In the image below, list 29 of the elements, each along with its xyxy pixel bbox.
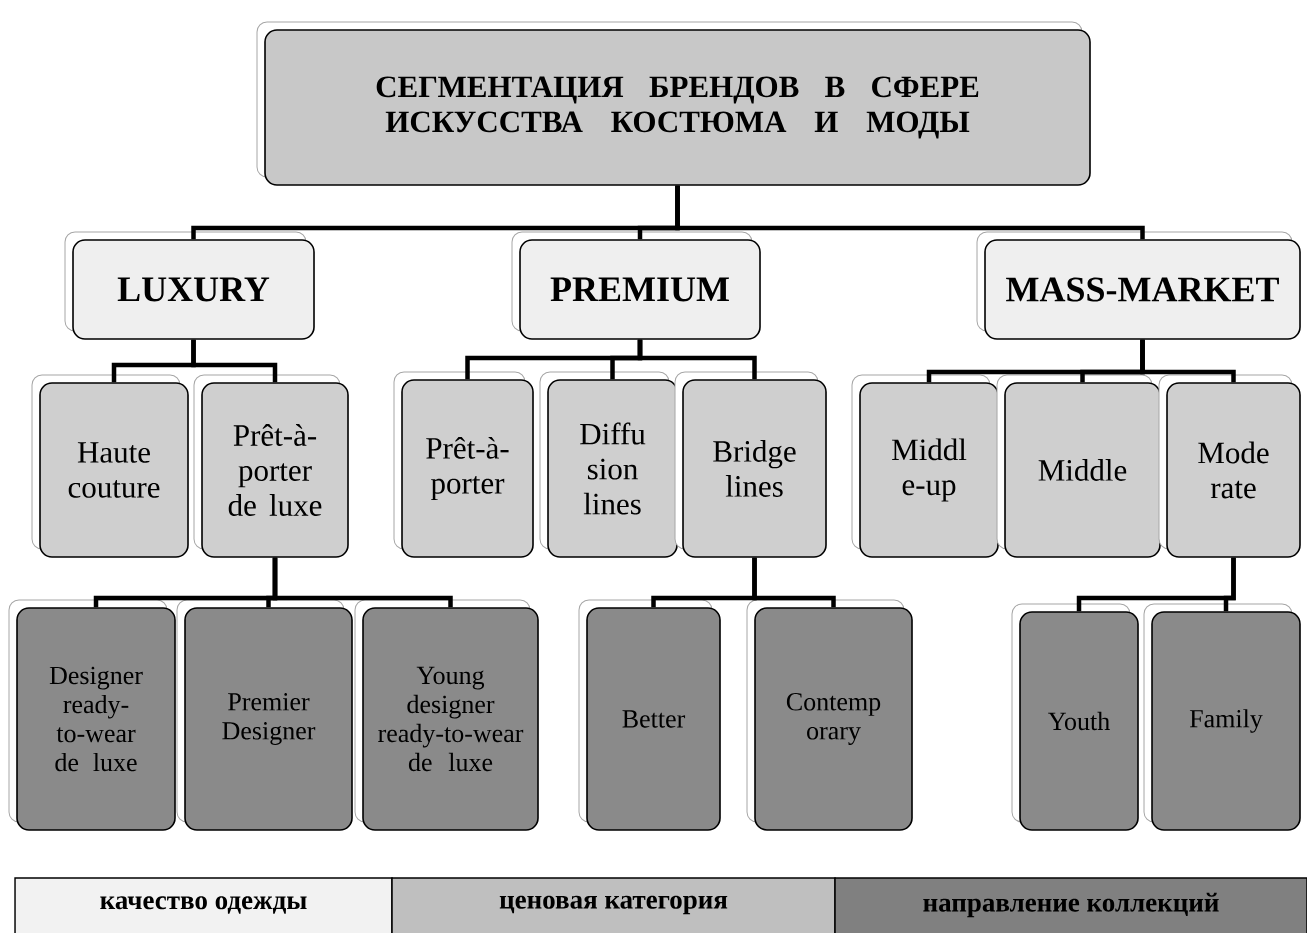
collection-box: Contemp orary <box>746 599 913 831</box>
connector <box>191 339 278 383</box>
collection-box: Youth <box>1011 603 1139 831</box>
legend-cell: ценовая категория <box>391 877 836 933</box>
category-box: Diffu sion lines <box>539 371 678 558</box>
connector <box>1223 557 1236 612</box>
collection-box: Family <box>1143 603 1301 831</box>
title-box: СЕГМЕНТАЦИЯ БРЕНДОВ В СФЕРЕ ИСКУССТВА КОСТЮМА И МОДЫ <box>256 21 1091 186</box>
connector <box>752 557 836 608</box>
category-box: Middle <box>996 374 1161 558</box>
legend-cell: направление коллекций <box>834 877 1307 933</box>
collection-box: Young designer ready-to-wear de luxe <box>354 599 539 831</box>
category-box: Haute couture <box>31 374 189 558</box>
connector <box>637 339 757 380</box>
category-box: Bridge lines <box>674 371 827 558</box>
segment-box: LUXURY <box>64 231 315 340</box>
segment-box: PREMIUM <box>511 231 761 340</box>
collection-box: Premier Designer <box>176 599 353 831</box>
legend-cell: качество одежды <box>14 877 393 933</box>
connector <box>272 557 453 608</box>
category-box: Middl e-up <box>851 374 999 558</box>
category-box: Mode rate <box>1158 374 1301 558</box>
segment-box: MASS-MARKET <box>976 231 1301 340</box>
category-box: Prêt-à-porter de luxe <box>193 374 349 558</box>
category-box: Prêt-à-porter <box>393 371 534 558</box>
collection-box: Designer ready-to-wear de luxe <box>8 599 176 831</box>
collection-box: Better <box>578 599 721 831</box>
connector <box>675 185 1145 240</box>
connector <box>1140 339 1236 383</box>
